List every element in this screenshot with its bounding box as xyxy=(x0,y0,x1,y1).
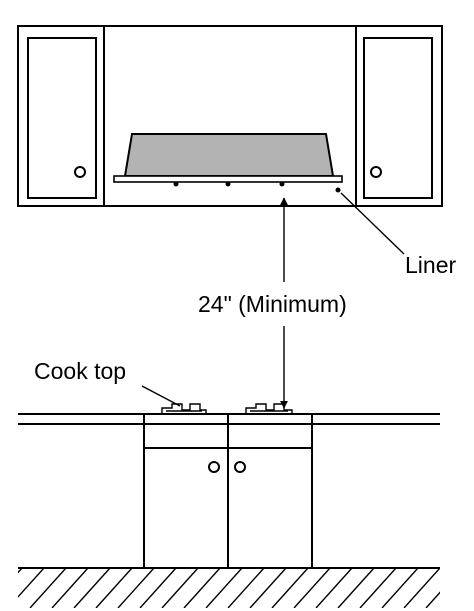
hood-screw xyxy=(173,181,179,187)
floor-hatch-line xyxy=(403,568,440,608)
burner-grate-left xyxy=(161,403,207,414)
floor-hatch-line xyxy=(161,568,199,608)
floor-hatch-line xyxy=(448,568,474,608)
cooktop-label: Cook top xyxy=(34,358,126,384)
hood-screw xyxy=(225,181,231,187)
floor-hatch-line xyxy=(29,568,67,608)
floor-hatch-line xyxy=(359,568,397,608)
floor xyxy=(18,567,474,608)
range-hood xyxy=(113,133,343,193)
floor-hatch-line xyxy=(51,568,89,608)
left-door-knob xyxy=(74,166,86,178)
floor-hatch-line xyxy=(271,568,309,608)
lower-left-door-knob xyxy=(208,461,220,473)
burner-grate-right xyxy=(245,403,293,414)
floor-hatch-line xyxy=(18,568,45,598)
floor-hatch-line xyxy=(425,591,440,608)
floor-hatch-line xyxy=(337,568,375,608)
cooktop-leader-line xyxy=(141,385,181,407)
floor-hatch-line xyxy=(205,568,243,608)
floor-hatch-line xyxy=(381,568,419,608)
right-door-knob xyxy=(370,166,382,178)
upper-cabinet-frame xyxy=(17,25,443,207)
floor-hatch-line xyxy=(183,568,221,608)
upper-cabinet-assembly xyxy=(17,25,443,207)
clearance-label: 24" (Minimum) xyxy=(198,291,347,317)
lower-cabinet xyxy=(143,414,313,568)
liner-screw xyxy=(335,187,341,193)
floor-hatch-line xyxy=(139,568,177,608)
hood-body xyxy=(123,133,335,177)
cooktop xyxy=(161,403,293,414)
right-cabinet-door xyxy=(363,37,433,199)
floor-hatch-line xyxy=(117,568,155,608)
floor-hatch-line xyxy=(293,568,331,608)
floor-hatch-line xyxy=(315,568,353,608)
liner-label: Liner xyxy=(405,252,456,278)
floor-hatch-line xyxy=(95,568,133,608)
left-cabinet-door xyxy=(27,37,97,199)
floor-hatching xyxy=(18,568,474,608)
floor-hatch-line xyxy=(227,568,265,608)
hood-bottom-plate xyxy=(113,175,343,183)
floor-hatch-line xyxy=(18,568,23,574)
floor-hatch-line xyxy=(73,568,111,608)
liner-leader-line xyxy=(340,192,405,255)
floor-hatch-line xyxy=(249,568,287,608)
lower-right-door-knob xyxy=(234,461,246,473)
hood-screw xyxy=(279,181,285,187)
